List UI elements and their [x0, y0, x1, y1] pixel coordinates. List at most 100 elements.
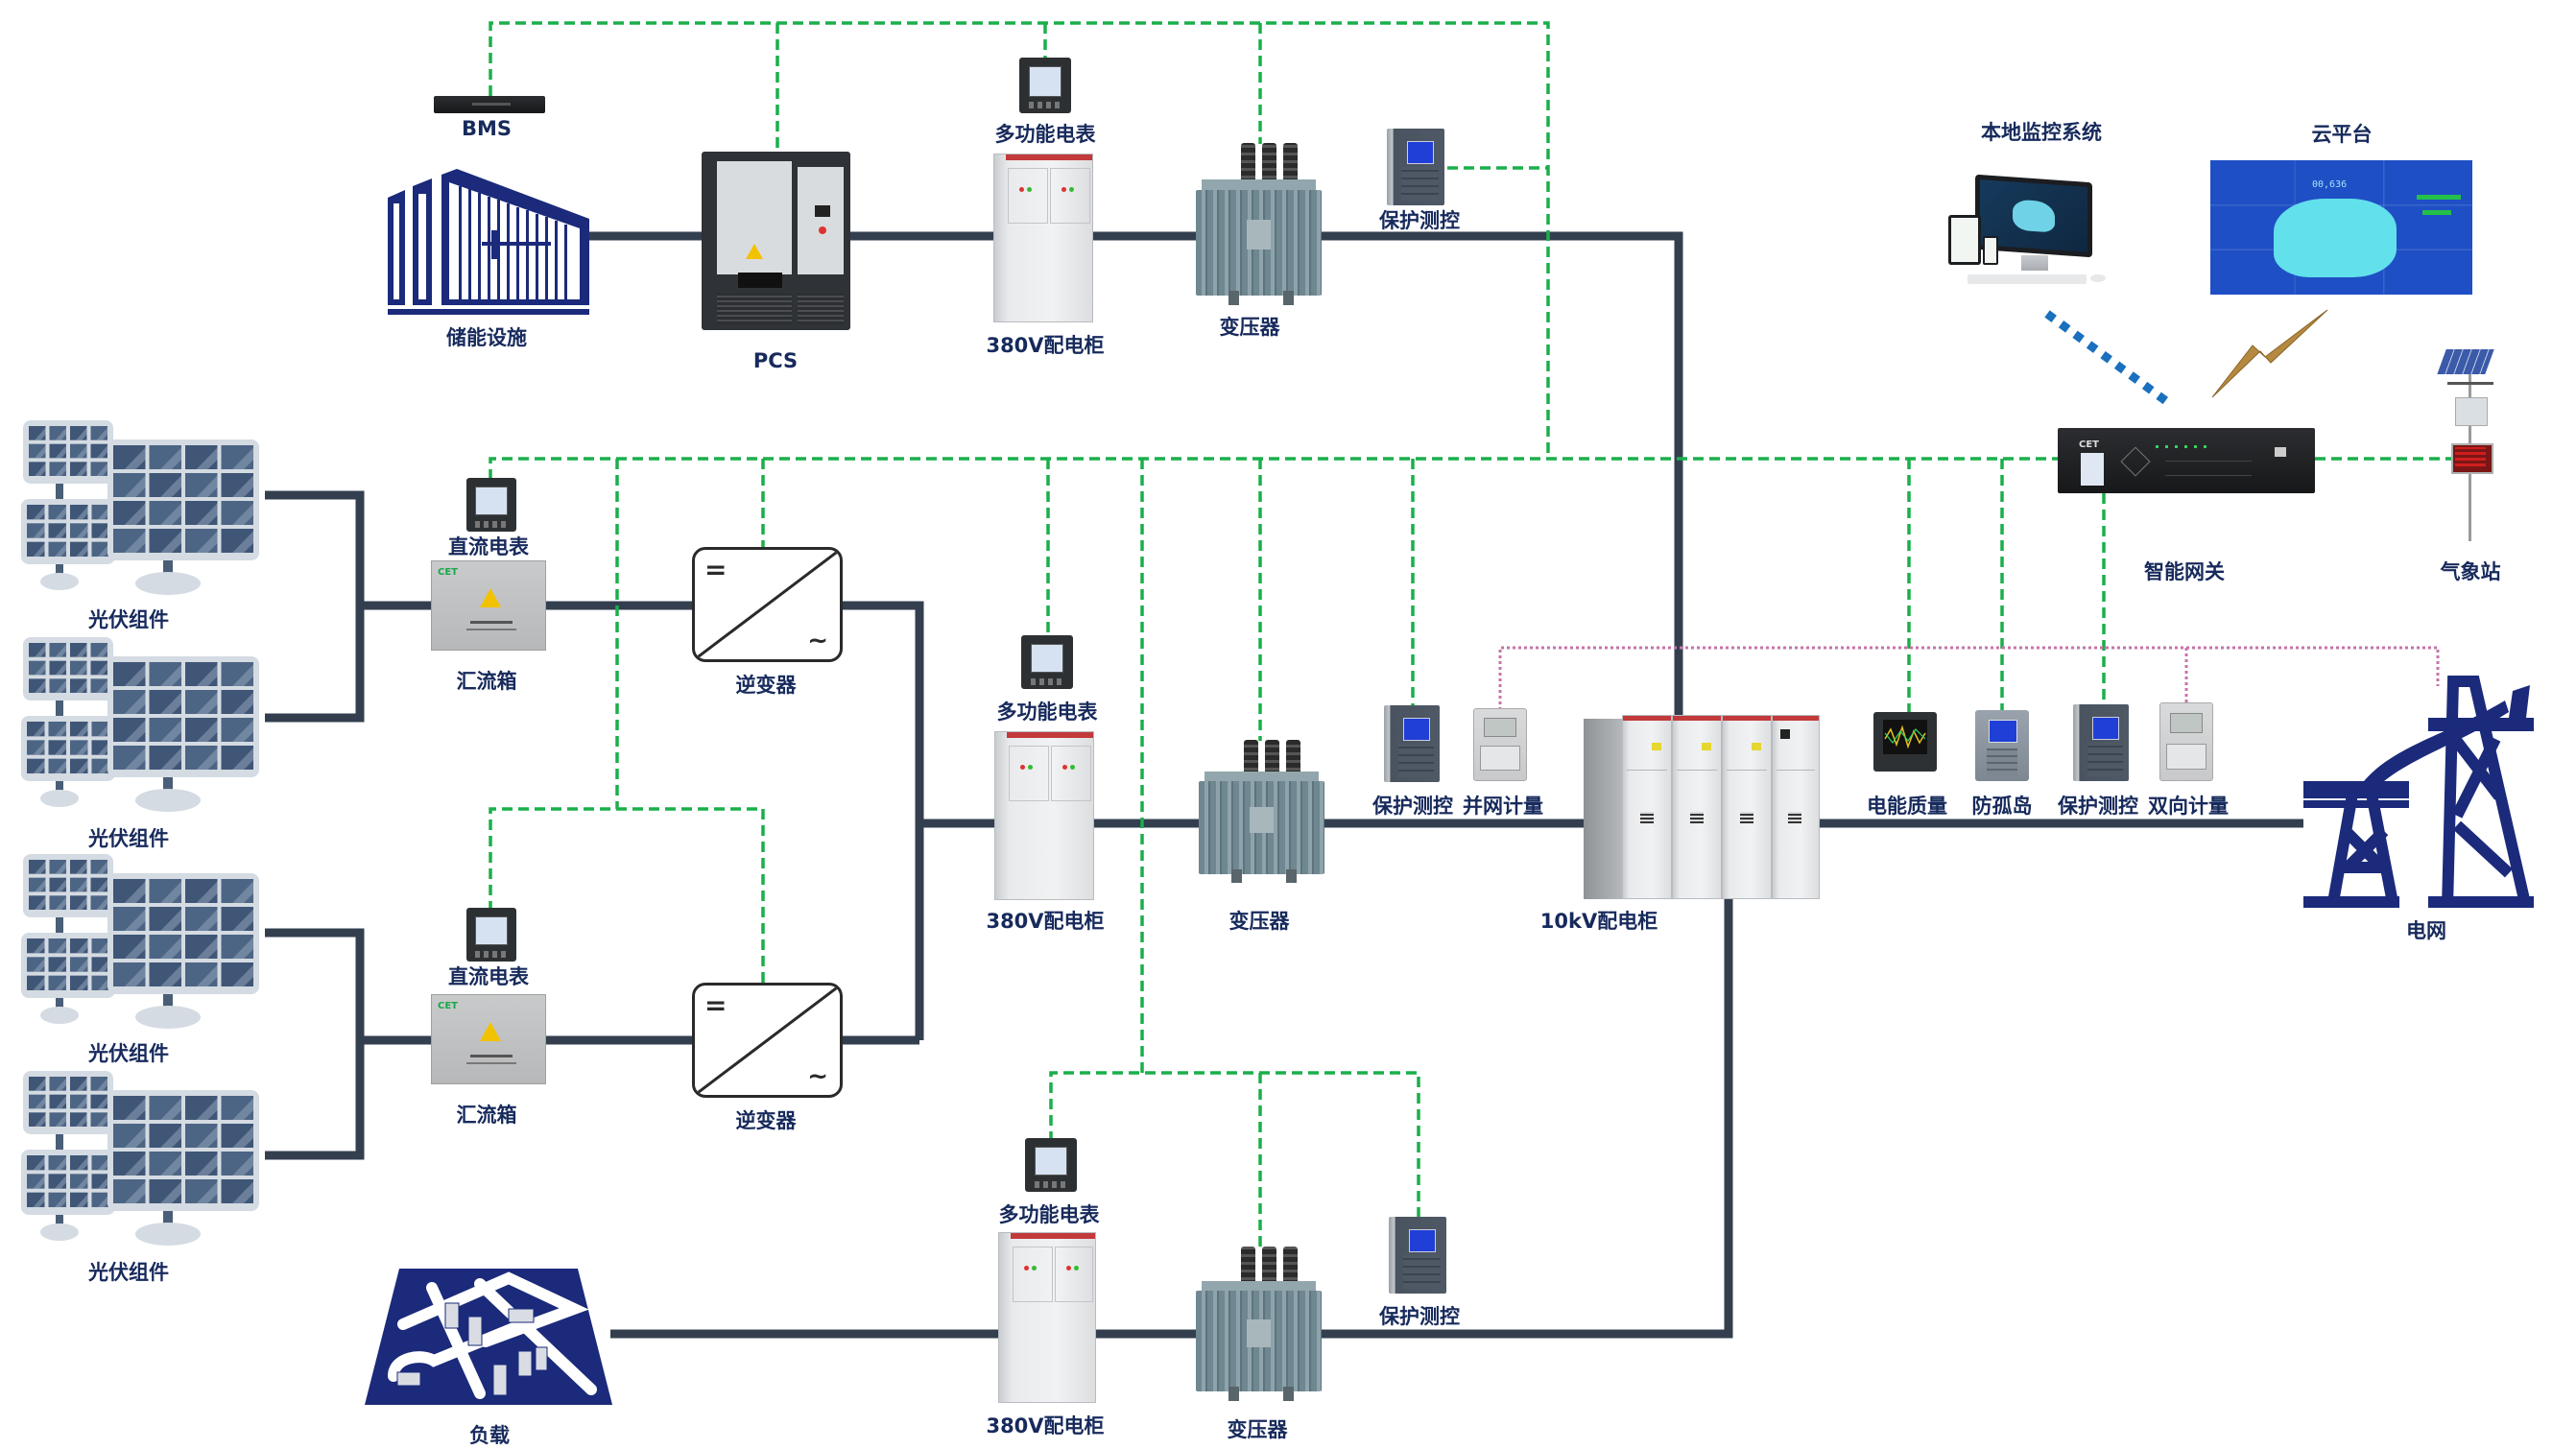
pv-array-a-lower[interactable]: [19, 637, 269, 812]
pcs-device[interactable]: [702, 152, 850, 330]
dc-meter-b-label: 直流电表: [448, 965, 529, 988]
multifunction-meter-mid-label: 多功能电表: [996, 701, 1098, 724]
380v-cabinet-bottom[interactable]: [998, 1232, 1096, 1403]
pv-panel-large: [107, 1090, 259, 1211]
pv-post: [163, 1205, 173, 1238]
cloud-platform-screen[interactable]: 00,636: [2210, 160, 2472, 295]
inverter-b[interactable]: = ~: [692, 983, 843, 1098]
bms-label: BMS: [461, 117, 513, 140]
pv-array-a-upper[interactable]: [19, 420, 269, 595]
storage-facility-label: 储能设施: [446, 326, 527, 349]
gateway-brand: CET: [2079, 439, 2099, 450]
pv-array-b-lower-label: 光伏组件: [88, 1261, 169, 1284]
pv-panel-small-upper: [23, 1071, 113, 1134]
combiner-box-b[interactable]: CET: [431, 994, 546, 1084]
pv-array-b-upper[interactable]: [19, 854, 269, 1029]
pv-array-b-upper-label: 光伏组件: [88, 1042, 169, 1065]
pv-post: [56, 1128, 63, 1157]
pv-post: [163, 772, 173, 804]
10kv-switchgear-label: 10kV配电柜: [1539, 910, 1658, 933]
380v-cabinet-top-label: 380V配电柜: [986, 334, 1105, 357]
power-grid-label: 电网: [2406, 919, 2446, 942]
10kv-switchgear[interactable]: [1584, 715, 1820, 902]
pv-panel-small-upper: [23, 854, 113, 917]
comm-bus-mid: [489, 457, 2060, 480]
metering-line: [1498, 646, 2440, 710]
380v-cabinet-top[interactable]: [993, 154, 1093, 322]
power-grid-tower-icon[interactable]: [2303, 662, 2536, 910]
transformer-top[interactable]: [1183, 140, 1334, 305]
pv-base: [135, 1006, 201, 1029]
anti-islanding-device[interactable]: [1975, 710, 2029, 781]
inverter-a[interactable]: = ~: [692, 547, 843, 662]
local-network-link: [2044, 310, 2169, 405]
transformer-mid[interactable]: [1186, 737, 1337, 883]
pv-array-b-lower[interactable]: [19, 1071, 269, 1246]
power-line-pv-b-bus: [265, 928, 365, 1160]
power-line-pv-a-feed: [360, 601, 924, 1040]
grid-connection-meter[interactable]: [1473, 708, 1527, 781]
transformer-bottom[interactable]: [1183, 1244, 1334, 1401]
pv-base: [40, 1007, 79, 1024]
inverter-a-label: 逆变器: [735, 674, 797, 697]
bidirectional-meter[interactable]: [2159, 702, 2213, 781]
pv-post: [56, 695, 63, 724]
protection-relay-mid-label: 保护测控: [1372, 795, 1453, 818]
pv-panel-small-upper: [23, 637, 113, 701]
pcs-label: PCS: [752, 349, 799, 372]
power-line-load: [610, 898, 1733, 1339]
storage-facility-icon[interactable]: [388, 161, 589, 315]
pv-base: [135, 1223, 201, 1246]
smart-gateway[interactable]: CET: [2058, 428, 2315, 493]
dc-meter-a[interactable]: [466, 478, 516, 532]
pv-base: [135, 789, 201, 812]
smart-gateway-label: 智能网关: [2144, 560, 2225, 583]
transformer-top-label: 变压器: [1219, 316, 1280, 339]
protection-relay-bottom[interactable]: [1389, 1217, 1446, 1294]
pv-base: [40, 790, 79, 807]
protection-relay-top[interactable]: [1387, 129, 1444, 205]
transformer-mid-label: 变压器: [1228, 910, 1290, 933]
pv-panel-large: [107, 439, 259, 560]
protection-relay-grid-label: 保护测控: [2058, 795, 2138, 818]
bms-device[interactable]: [434, 96, 545, 113]
pv-post: [163, 988, 173, 1021]
pv-post: [163, 555, 173, 587]
dc-symbol: =: [704, 989, 727, 1021]
pv-post: [56, 912, 63, 940]
pv-post: [56, 478, 63, 507]
pv-panel-large: [107, 873, 259, 994]
multifunction-meter-top[interactable]: [1019, 58, 1071, 113]
cloud-counter: 00,636: [2312, 179, 2348, 190]
380v-cabinet-mid[interactable]: [994, 731, 1094, 900]
pv-panel-small-upper: [23, 420, 113, 484]
combiner-box-b-label: 汇流箱: [456, 1104, 517, 1127]
comm-bus-bottom: [1049, 1071, 1420, 1219]
multifunction-meter-bottom[interactable]: [1025, 1138, 1077, 1192]
weather-station-label: 气象站: [2440, 560, 2501, 583]
inverter-b-label: 逆变器: [735, 1109, 797, 1132]
pv-panel-large: [107, 656, 259, 777]
380v-cabinet-mid-label: 380V配电柜: [986, 910, 1105, 933]
pv-panel-small-lower: [21, 1150, 115, 1215]
pv-panel-small-lower: [21, 499, 115, 564]
weather-station[interactable]: [2434, 349, 2509, 541]
combiner-box-a[interactable]: CET: [431, 560, 546, 651]
wireless-link-icon: [2211, 309, 2328, 398]
ac-symbol: ~: [807, 627, 828, 655]
dc-symbol: =: [704, 554, 727, 585]
pv-base: [40, 1223, 79, 1241]
combiner-box-a-label: 汇流箱: [456, 670, 517, 693]
local-monitoring-system[interactable]: [1946, 174, 2119, 286]
load-icon[interactable]: [365, 1269, 612, 1405]
comm-bus-top: [489, 21, 1550, 459]
anti-islanding-device-label: 防孤岛: [1971, 795, 2033, 818]
protection-relay-mid[interactable]: [1384, 705, 1440, 782]
multifunction-meter-mid[interactable]: [1021, 635, 1073, 689]
dc-meter-a-label: 直流电表: [448, 535, 529, 558]
protection-relay-grid[interactable]: [2073, 704, 2129, 781]
power-quality-analyzer[interactable]: [1873, 712, 1937, 772]
pv-array-a-lower-label: 光伏组件: [88, 827, 169, 850]
dc-meter-b[interactable]: [466, 908, 516, 962]
load-label: 负载: [469, 1424, 510, 1447]
